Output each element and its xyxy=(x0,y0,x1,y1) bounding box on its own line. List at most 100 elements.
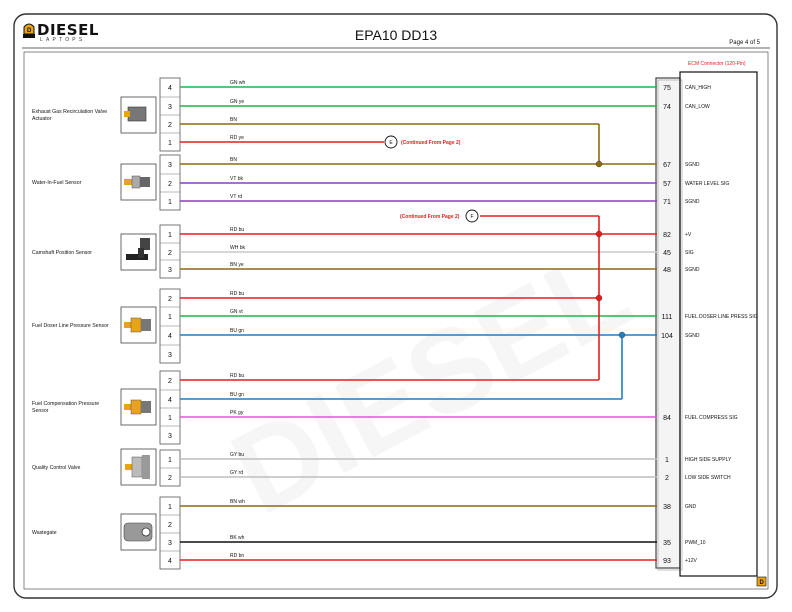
wire-color-label: RD bn xyxy=(230,553,244,559)
wire-color-label: VT bk xyxy=(230,176,243,182)
pin-number: 3 xyxy=(168,433,172,440)
egr-actuator-icon xyxy=(120,96,157,134)
ecm-pin-block-shadow xyxy=(657,79,683,571)
pin-number: 3 xyxy=(168,162,172,169)
wastegate-icon xyxy=(120,513,157,551)
component-label: Quality Control Valve xyxy=(32,465,80,471)
ecm-pin-number: 38 xyxy=(663,504,671,511)
off-page-connector-icon xyxy=(384,135,398,149)
pin-number: 3 xyxy=(168,267,172,274)
wire-color-label: GY rd xyxy=(230,470,243,476)
pin-number: 2 xyxy=(168,378,172,385)
logo-wordmark: DIESEL xyxy=(37,21,99,39)
pin-number: 1 xyxy=(168,457,172,464)
splice-dot xyxy=(595,230,603,238)
wire-color-label: GY bu xyxy=(230,452,244,458)
ecm-pin-number: 45 xyxy=(663,250,671,257)
splice-dot xyxy=(595,294,603,302)
pin-number: 1 xyxy=(168,415,172,422)
ecm-signal-name: HIGH SIDE SUPPLY xyxy=(685,457,732,463)
wire-color-label: RD ye xyxy=(230,135,244,141)
off-page-connector-icon xyxy=(465,209,479,223)
svg-text:D: D xyxy=(27,28,32,34)
ecm-pin-number: 82 xyxy=(663,232,671,239)
valve-icon xyxy=(120,448,157,486)
connector-letter: E xyxy=(389,140,393,146)
wire-color-label: RD bu xyxy=(230,373,244,379)
ecm-signal-name: PWM_10 xyxy=(685,540,706,546)
ecm-pin-number: 2 xyxy=(665,475,669,482)
ecm-signal-name: SGND xyxy=(685,199,700,205)
page-number: Page 4 of 5 xyxy=(729,40,760,46)
page-title: EPA10 DD13 xyxy=(354,27,438,43)
wire-color-label: BN xyxy=(230,117,237,123)
ecm-signal-name: FUEL DOSER LINE PRESS SIG xyxy=(685,314,758,320)
ecm-pin-number: 111 xyxy=(662,314,673,321)
pin-number: 4 xyxy=(168,333,172,340)
wire-color-label: GN ye xyxy=(230,99,244,105)
pin-number: 2 xyxy=(168,250,172,257)
wire-color-label: WH bk xyxy=(230,245,246,251)
logo-subtitle: LAPTOPS xyxy=(40,37,86,43)
wire-color-label: BN ye xyxy=(230,262,244,268)
connector-letter: F xyxy=(470,214,473,220)
pin-number: 2 xyxy=(168,475,172,482)
svg-text:D: D xyxy=(760,580,765,586)
ecm-signal-name: SGND xyxy=(685,162,700,168)
wire-color-label: GN wh xyxy=(230,80,246,86)
pressure-sensor-icon xyxy=(120,306,157,344)
ecm-pin-number: 71 xyxy=(663,199,671,206)
ecm-pin-number: 84 xyxy=(663,415,671,422)
component-label: Wastegate xyxy=(32,530,57,536)
wire-color-label: BK wh xyxy=(230,535,245,541)
ecm-signal-name: FUEL COMPRESS SIG xyxy=(685,415,738,421)
wire-color-label: BU gn xyxy=(230,328,244,334)
pin-number: 1 xyxy=(168,232,172,239)
diagram-area-border xyxy=(23,51,769,590)
ecm-pin-number: 35 xyxy=(663,540,671,547)
component-label: Camshaft Position Sensor xyxy=(32,250,92,256)
ecm-signal-name: SGND xyxy=(685,267,700,273)
ecm-pin-number: 93 xyxy=(663,558,671,565)
ecm-pin-number: 48 xyxy=(663,267,671,274)
ecm-signal-name: +12V xyxy=(685,558,697,564)
logo-icon: D xyxy=(23,23,35,38)
page-border xyxy=(13,13,778,599)
pin-number: 4 xyxy=(168,397,172,404)
pin-number: 2 xyxy=(168,181,172,188)
ecm-pin-number: 57 xyxy=(663,181,671,188)
wire-color-label: RD bu xyxy=(230,227,244,233)
ecm-pin-number: 67 xyxy=(663,162,671,169)
pin-number: 1 xyxy=(168,140,172,147)
ecm-signal-name: CAN_HIGH xyxy=(685,85,711,91)
ecm-signal-name: +V xyxy=(685,232,692,238)
pin-number: 2 xyxy=(168,522,172,529)
wire-color-label: VT rd xyxy=(230,194,242,200)
ecm-pin-number: 1 xyxy=(665,457,669,464)
ecm-signal-name: WATER LEVEL SIG xyxy=(685,181,729,187)
splice-dot xyxy=(618,331,626,339)
watermark: DIESEL xyxy=(212,223,650,540)
pin-number: 4 xyxy=(168,85,172,92)
pin-number: 2 xyxy=(168,122,172,129)
ecm-pin-number: 75 xyxy=(663,85,671,92)
continued-note: (Continued From Page 2) xyxy=(401,140,461,146)
pin-number: 3 xyxy=(168,540,172,547)
pin-number: 1 xyxy=(168,314,172,321)
wire-color-label: PK gy xyxy=(230,410,244,416)
ecm-signal-name: SIG xyxy=(685,250,694,256)
ecm-pin-block xyxy=(655,77,681,569)
wire-color-label: BN wh xyxy=(230,499,245,505)
continued-note: (Continued From Page 2) xyxy=(400,214,460,220)
pin-number: 4 xyxy=(168,558,172,565)
pressure-sensor-icon xyxy=(120,388,157,426)
camshaft-sensor-icon xyxy=(120,233,157,271)
ecm-pin-number: 104 xyxy=(661,333,673,340)
wire-color-label: BU gn xyxy=(230,392,244,398)
ecm-pin-number: 74 xyxy=(663,104,671,111)
footer-logo-icon: D xyxy=(756,576,767,587)
component-label: Water-In-Fuel Sensor xyxy=(32,180,82,186)
wire-color-label: RD bu xyxy=(230,291,244,297)
